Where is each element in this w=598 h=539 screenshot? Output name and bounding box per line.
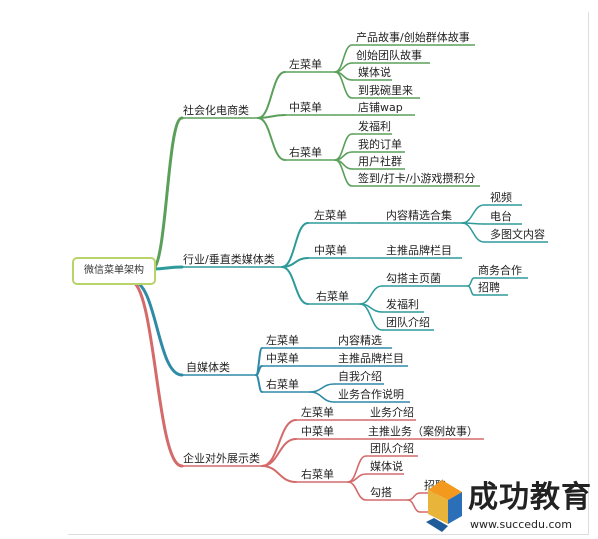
self-media-mid-menu: 中菜单 bbox=[266, 352, 299, 365]
enterprise-right-menu: 右菜单 bbox=[301, 468, 334, 481]
logo-name: 成功教育 bbox=[468, 480, 592, 515]
social-right-item: 发福利 bbox=[358, 120, 391, 133]
enterprise-right-item: 团队介绍 bbox=[370, 442, 414, 455]
connector bbox=[257, 71, 286, 119]
social-mid-item: 店铺wap bbox=[358, 101, 403, 114]
branch-enterprise-label: 企业对外展示类 bbox=[183, 452, 260, 465]
enterprise-left-item: 业务介绍 bbox=[370, 406, 414, 419]
enterprise-left-menu: 左菜单 bbox=[301, 406, 334, 419]
industry-right-item: 发福利 bbox=[386, 298, 419, 311]
logo: 成功教育 www.succedu.com bbox=[418, 478, 594, 536]
social-right-item: 我的订单 bbox=[358, 138, 402, 151]
connector bbox=[359, 303, 383, 331]
connector bbox=[309, 383, 335, 393]
industry-left-sub-item: 多图文内容 bbox=[490, 228, 545, 241]
self-media-mid-item: 主推品牌栏目 bbox=[338, 352, 404, 365]
industry-right-item: 团队介绍 bbox=[386, 316, 430, 329]
social-left-item: 产品故事/创始群体故事 bbox=[356, 31, 470, 44]
self-media-right-item: 业务合作说明 bbox=[338, 388, 404, 401]
enterprise-right-item: 勾搭 bbox=[370, 486, 392, 499]
self-media-right-item: 自我介绍 bbox=[338, 370, 382, 383]
industry-right-sub-item: 商务合作 bbox=[478, 264, 522, 277]
connector bbox=[461, 222, 485, 243]
industry-mid-menu: 中菜单 bbox=[314, 244, 347, 257]
connector bbox=[347, 481, 367, 501]
industry-left-sub-item: 电台 bbox=[490, 210, 512, 223]
social-right-item: 用户社群 bbox=[358, 155, 402, 168]
connector bbox=[281, 222, 309, 268]
root-node: 微信菜单架构 bbox=[72, 257, 156, 285]
social-mid-menu: 中菜单 bbox=[289, 101, 322, 114]
connector bbox=[407, 499, 421, 513]
connector bbox=[334, 71, 353, 99]
connector bbox=[261, 419, 297, 467]
enterprise-mid-item: 主推业务（案例故事） bbox=[368, 425, 478, 438]
branch-industry-label: 行业/垂直类媒体类 bbox=[183, 253, 275, 266]
industry-left-sub-item: 视频 bbox=[490, 191, 512, 204]
industry-mid-item: 主推品牌栏目 bbox=[386, 244, 452, 257]
enterprise-right-item: 媒体说 bbox=[370, 460, 403, 473]
branch-self-media-label: 自媒体类 bbox=[186, 361, 230, 374]
connector bbox=[359, 285, 383, 305]
connector bbox=[281, 266, 309, 305]
enterprise-mid-menu: 中菜单 bbox=[301, 425, 334, 438]
connector bbox=[257, 117, 286, 161]
self-media-left-item: 内容精选 bbox=[338, 334, 382, 347]
logo-emblem-icon bbox=[426, 480, 462, 532]
industry-left-item: 内容精选合集 bbox=[386, 209, 452, 222]
connector bbox=[467, 285, 475, 296]
social-right-item: 签到/打卡/小游戏攒积分 bbox=[358, 172, 476, 185]
logo-url: www.succedu.com bbox=[470, 518, 572, 531]
social-left-item: 媒体说 bbox=[358, 66, 391, 79]
trunk-self-media bbox=[130, 279, 184, 377]
self-media-right-menu: 右菜单 bbox=[266, 378, 299, 391]
connector bbox=[467, 277, 475, 287]
social-right-menu: 右菜单 bbox=[289, 146, 322, 159]
connector bbox=[461, 204, 485, 224]
industry-right-menu: 右菜单 bbox=[316, 290, 349, 303]
social-left-item: 创始团队故事 bbox=[356, 49, 422, 62]
industry-left-menu: 左菜单 bbox=[314, 209, 347, 222]
image-frame bbox=[68, 12, 589, 535]
connector bbox=[261, 465, 297, 483]
social-left-item: 到我碗里来 bbox=[358, 84, 413, 97]
trunk-social bbox=[150, 116, 184, 271]
industry-right-sub-item: 招聘 bbox=[478, 281, 500, 294]
branch-social-label: 社会化电商类 bbox=[183, 104, 249, 117]
trunk-industry bbox=[150, 265, 184, 271]
self-media-left-menu: 左菜单 bbox=[266, 334, 299, 347]
industry-right-item: 勾搭主页菌 bbox=[386, 272, 441, 285]
connector bbox=[334, 159, 353, 187]
connector bbox=[281, 257, 309, 268]
trunk-enterprise bbox=[128, 279, 184, 468]
social-left-menu: 左菜单 bbox=[289, 58, 322, 71]
connector bbox=[255, 374, 263, 393]
connector bbox=[309, 391, 335, 403]
connector bbox=[261, 438, 297, 467]
